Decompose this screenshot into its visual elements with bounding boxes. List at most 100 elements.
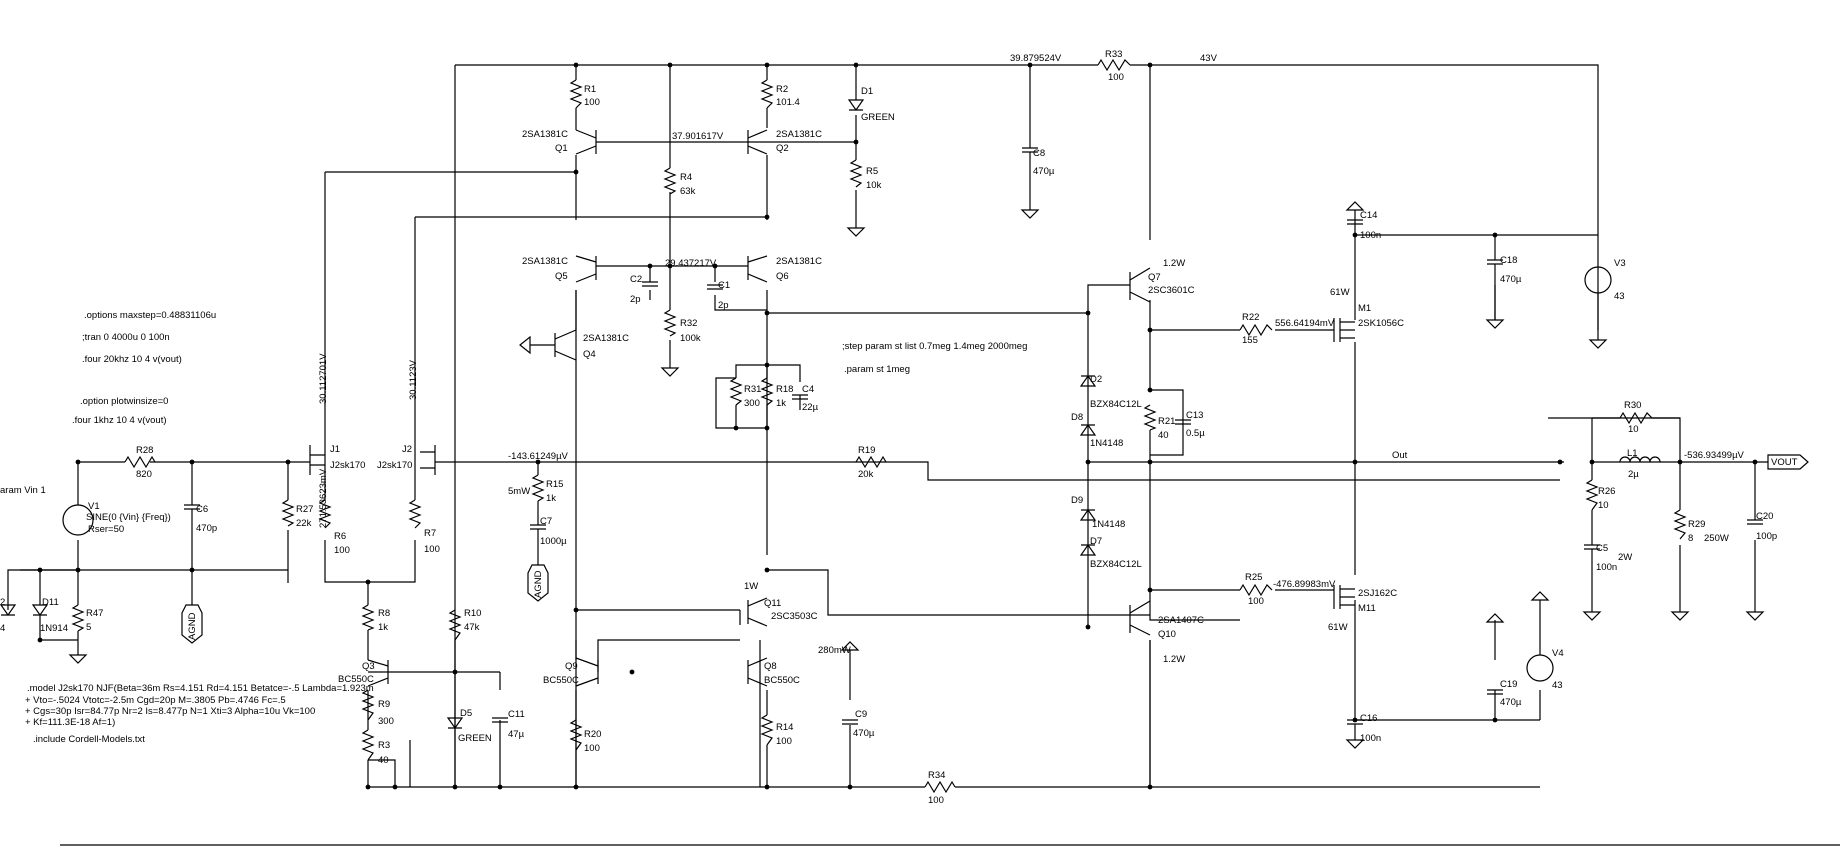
d8-model: 1N4148 (1090, 438, 1123, 449)
v1-rser: Rser=50 (88, 524, 124, 535)
r28-label: R28 (136, 445, 153, 456)
diode-left-value: 4 (0, 623, 5, 634)
v4-label: V4 (1552, 648, 1564, 659)
r34-label: R34 (928, 770, 945, 781)
transistor-q2 (747, 129, 768, 155)
r20-label: R20 (584, 729, 601, 740)
q3-model: BC550C (338, 674, 374, 685)
resistor-r31 (729, 377, 743, 406)
resistor-r29 (1673, 509, 1687, 540)
m11-power: 61W (1328, 622, 1348, 633)
r18-label: R18 (776, 384, 793, 395)
supply-c9 (840, 641, 860, 651)
l1-value: 2µ (1628, 469, 1639, 480)
resistor-r10 (448, 609, 462, 641)
model-line-1: .model J2sk170 NJF(Beta=36m Rs=4.151 Rd=… (27, 683, 374, 694)
r25-value: 100 (1248, 596, 1264, 607)
transistor-q11 (747, 597, 768, 627)
r3-label: R3 (378, 740, 390, 751)
q5-label: Q5 (555, 271, 568, 282)
r9-label: R9 (378, 699, 390, 710)
c5-value: 100n (1596, 562, 1617, 573)
ground-c16 (1345, 739, 1365, 749)
transistor-q4 (554, 329, 577, 361)
c7-value: 1000µ (540, 536, 567, 547)
zener-d2 (1079, 374, 1097, 387)
r10-label: R10 (464, 608, 481, 619)
l1-label: L1 (1627, 448, 1638, 459)
supply-c14 (1345, 201, 1365, 211)
r20-value: 100 (584, 743, 600, 754)
transistor-q5 (575, 255, 597, 283)
capacitor-c13 (1175, 419, 1191, 425)
resistor-r33 (1097, 58, 1131, 72)
r27-value: 22k (296, 518, 312, 529)
j2-label: J2 (402, 444, 412, 455)
transistor-q1 (575, 129, 597, 155)
c11-value: 47µ (508, 729, 525, 740)
r19-value: 20k (858, 469, 874, 480)
capacitor-c8 (1022, 147, 1038, 175)
r4-label: R4 (680, 172, 692, 183)
diode-left (0, 604, 17, 617)
node-143uv: -143.61249µV (508, 451, 569, 462)
r30-label: R30 (1624, 400, 1641, 411)
c6-value: 470p (196, 523, 217, 534)
ground-v3 (1588, 339, 1608, 349)
r47-label: R47 (86, 608, 103, 619)
c19-label: C19 (1500, 679, 1517, 690)
resistor-r27 (281, 499, 295, 527)
source-v1 (62, 504, 94, 536)
r5-label: R5 (866, 166, 878, 177)
node-29v: 29.437217V (665, 258, 717, 269)
r10-value: 47k (464, 622, 480, 633)
c16-label: C16 (1360, 713, 1377, 724)
node-out: Out (1392, 450, 1408, 461)
r32-label: R32 (680, 318, 697, 329)
r8-label: R8 (378, 608, 390, 619)
r33-value: 100 (1108, 72, 1124, 83)
r22-value: 155 (1242, 335, 1258, 346)
r31-value: 300 (744, 398, 760, 409)
q10-label: Q10 (1158, 629, 1176, 640)
resistor-r19 (855, 455, 887, 469)
c4-value: 22µ (802, 402, 819, 413)
j1-label: J1 (330, 444, 340, 455)
node-271mv: 271.53623mV (318, 468, 329, 528)
r47-value: 5 (86, 622, 91, 633)
model-line-3: + Cgs=30p Isr=84.77p Nr=2 Is=8.477p N=1 … (25, 706, 315, 717)
r32-value: 100k (680, 333, 701, 344)
node-43v: 43V (1200, 53, 1218, 64)
c6-label: C6 (196, 504, 208, 515)
model-line-2: + Vto=-.5024 Vtotc=-2.5m Cgd=20p M=.3805… (25, 695, 286, 706)
capacitor-c1 (707, 284, 723, 290)
q3-label: Q3 (362, 661, 375, 672)
resistor-r21 (1143, 404, 1157, 431)
r29-value: 8 (1688, 533, 1693, 544)
directive-include: .include Cordell-Models.txt (33, 734, 145, 745)
d2-model: BZX84C12L (1090, 399, 1142, 410)
jfet-j1 (309, 445, 325, 475)
resistor-r25 (1239, 583, 1273, 597)
led-d5 (446, 717, 464, 730)
d7-label: D7 (1090, 536, 1102, 547)
directive-param: .param st 1meg (844, 364, 910, 375)
m11-label: M11 (1358, 603, 1376, 614)
r7-value: 100 (424, 544, 440, 555)
c9-value: 470µ (853, 728, 875, 739)
resistor-r2 (760, 79, 774, 109)
r5-value: 10k (866, 180, 882, 191)
capacitor-c19 (1487, 689, 1503, 695)
mosfet-m1 (1333, 318, 1355, 342)
r26-value: 10 (1598, 500, 1609, 511)
r9-value: 300 (378, 716, 394, 727)
r29-label: R29 (1688, 519, 1705, 530)
agnd-c7 (527, 564, 549, 602)
r29-power: 250W (1704, 533, 1729, 544)
c5-power: 2W (1618, 552, 1632, 563)
q11-model: 2SC3503C (771, 611, 818, 622)
q10-model: 2SA1407C (1158, 615, 1204, 626)
d11-label: D11 (42, 597, 59, 608)
resistor-r34 (924, 780, 956, 794)
